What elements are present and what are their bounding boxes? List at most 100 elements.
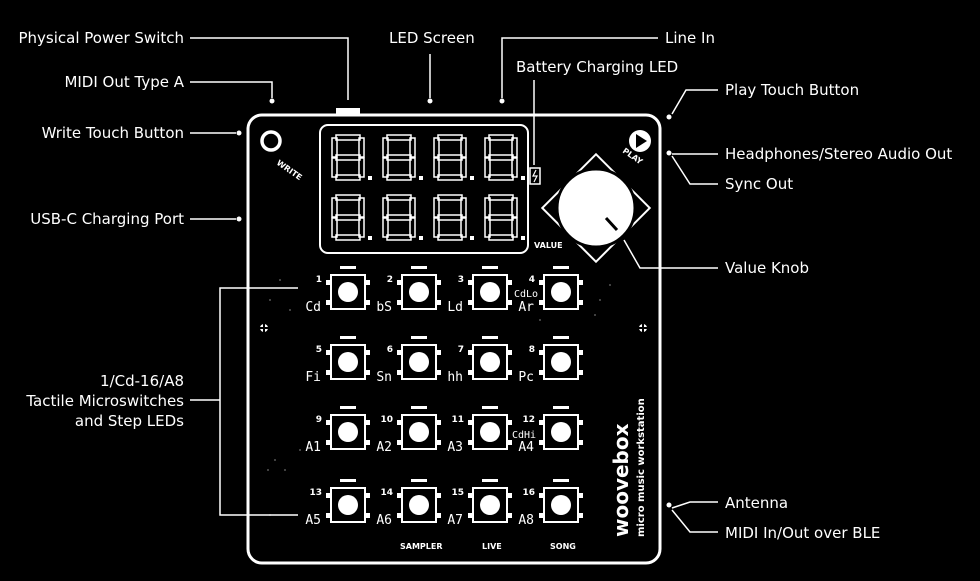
label-line-in: Line In — [665, 29, 715, 47]
step-tag: A5 — [305, 513, 321, 528]
led-digit — [331, 134, 372, 181]
label-usbc: USB-C Charging Port — [30, 210, 184, 228]
step-number: 13 — [309, 488, 322, 498]
step-button-8[interactable]: 8Pc — [518, 336, 583, 385]
led-digit — [382, 194, 423, 241]
step-tag: bS — [376, 300, 392, 315]
label-midi-out: MIDI Out Type A — [64, 73, 184, 91]
value-label: VALUE — [534, 241, 563, 250]
step-led — [482, 336, 498, 339]
label-power-switch: Physical Power Switch — [18, 29, 185, 47]
brand-tagline: micro music workstation — [636, 398, 647, 537]
play-marker — [666, 114, 672, 120]
step-led — [340, 406, 356, 409]
sampler-label: SAMPLER — [400, 542, 443, 551]
label-midi-ble: MIDI In/Out over BLE — [725, 524, 881, 542]
antenna-marker — [666, 502, 672, 508]
step-led — [340, 336, 356, 339]
label-sync-out: Sync Out — [725, 175, 794, 193]
step-number: 2 — [387, 275, 393, 285]
step-button-4[interactable]: 4Ar — [518, 266, 583, 315]
step-led — [411, 406, 427, 409]
step-tag: A4 — [518, 440, 534, 455]
step-tag: Fi — [305, 370, 321, 385]
label-value-knob: Value Knob — [725, 259, 810, 277]
led-screen — [319, 124, 529, 254]
step-number: 9 — [316, 415, 322, 425]
led-digit — [382, 134, 423, 181]
write-touch-button[interactable] — [260, 130, 282, 152]
step-number: 15 — [451, 488, 464, 498]
led-digit — [484, 194, 525, 241]
step-led — [482, 406, 498, 409]
power-switch[interactable] — [336, 108, 360, 116]
button-grid: 1Cd2bS3Ld4Ar5Fi6Sn7hh8Pc9A110A211A312A41… — [305, 266, 583, 528]
pcb-texture — [267, 279, 611, 516]
step-led — [482, 479, 498, 482]
step-tag: A1 — [305, 440, 321, 455]
knob-pointer — [604, 216, 619, 232]
step-led — [411, 336, 427, 339]
step-tag: A6 — [376, 513, 392, 528]
write-marker — [236, 130, 242, 136]
step-tag: Ar — [518, 300, 534, 315]
step-led — [340, 266, 356, 269]
label-antenna: Antenna — [725, 494, 789, 512]
step-number: 3 — [458, 275, 464, 285]
step-button-6[interactable]: 6Sn — [376, 336, 441, 385]
value-knob[interactable] — [555, 167, 637, 249]
leader-lines — [190, 37, 718, 533]
step-number: 10 — [380, 415, 393, 425]
step-number: 12 — [522, 415, 535, 425]
brand-logo: woovebox — [609, 423, 633, 537]
led-digit — [331, 194, 372, 241]
step-tag: A7 — [447, 513, 463, 528]
step-tag: A8 — [518, 513, 534, 528]
step-number: 5 — [316, 345, 322, 355]
step-button-9[interactable]: 9A1 — [305, 406, 370, 455]
step-led — [553, 479, 569, 482]
play-icon — [636, 134, 647, 148]
cdhi-label: CdHi — [512, 430, 536, 441]
step-button-5[interactable]: 5Fi — [305, 336, 370, 385]
step-number: 4 — [529, 275, 535, 285]
label-microswitches: 1/Cd-16/A8 Tactile Microswitches and Ste… — [0, 371, 184, 431]
step-button-7[interactable]: 7 hh — [447, 336, 512, 385]
label-headphones: Headphones/Stereo Audio Out — [725, 145, 953, 163]
led-screen-marker — [427, 98, 433, 104]
step-number: 1 — [316, 275, 322, 285]
label-battery-led: Battery Charging LED — [516, 58, 679, 76]
label-microswitches-line2: Tactile Microswitches — [26, 392, 184, 410]
step-tag: Pc — [518, 370, 534, 385]
step-number: 8 — [529, 345, 535, 355]
woovebox-device: WRITE PLAY VALUE 1Cd2bS3Ld4Ar5Fi6Sn7hh8P… — [236, 98, 672, 565]
step-led — [553, 336, 569, 339]
step-number: 7 — [458, 345, 464, 355]
screw-left — [260, 324, 268, 332]
label-microswitches-line1: 1/Cd-16/A8 — [100, 372, 184, 390]
step-button-3[interactable]: 3Ld — [447, 266, 512, 315]
step-button-1[interactable]: 1Cd — [305, 266, 370, 315]
step-number: 6 — [387, 345, 393, 355]
step-tag: Sn — [376, 370, 392, 385]
step-led — [482, 266, 498, 269]
lightning-icon — [532, 169, 538, 183]
cdlo-label: CdLo — [514, 289, 538, 300]
midi-out-port — [269, 98, 275, 104]
step-led — [411, 479, 427, 482]
step-tag: hh — [447, 370, 463, 385]
label-write-button: Write Touch Button — [41, 124, 184, 142]
step-led — [553, 406, 569, 409]
led-digit — [433, 134, 474, 181]
line-in-port — [499, 98, 505, 104]
step-button-2[interactable]: 2 bS — [376, 266, 441, 315]
step-number: 16 — [522, 488, 535, 498]
